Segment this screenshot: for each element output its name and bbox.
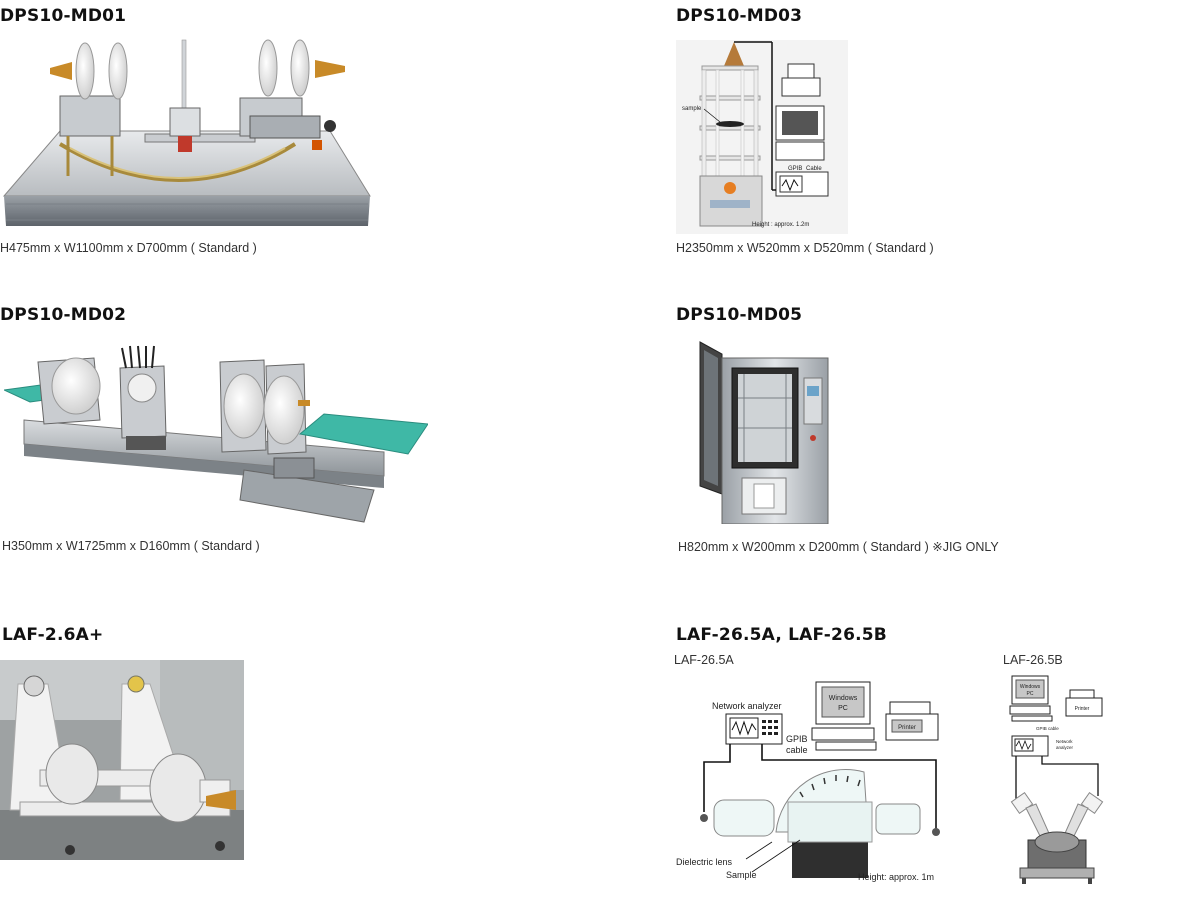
equipment-photo-md02 [4, 340, 428, 524]
product-title-md05: DPS10-MD05 [676, 305, 803, 325]
product-title-laf26a: LAF-2.6A+ [2, 625, 104, 645]
diagram-label-height: Height : approx. 1.2m [752, 222, 809, 228]
system-diagram-laf265b: Windows PC Printer GPIB cable Network an… [1006, 672, 1112, 888]
diagram-label-network-analyzer: Network analyzer [712, 701, 782, 711]
diagram-label-gpib: GPIB [786, 734, 808, 744]
sublabel-laf265a: LAF-26.5A [674, 653, 734, 667]
diagram-label-dielectric-lens: Dielectric lens [676, 857, 733, 867]
system-diagram-laf265a: Network analyzer Windows PC Printer GPIB… [672, 672, 962, 888]
diagram-label-cable: Cable [806, 166, 822, 172]
product-caption-md02: H350mm x W1725mm x D160mm ( Standard ) [2, 539, 260, 553]
equipment-photo-laf26a [0, 660, 244, 860]
diagram-label-gpib: GPIB [788, 166, 802, 172]
diagram-b-label-analyzer: analyzer [1056, 745, 1074, 750]
product-title-md01: DPS10-MD01 [0, 6, 127, 26]
diagram-label-pc: PC [838, 705, 848, 712]
product-title-md03: DPS10-MD03 [676, 6, 803, 26]
diagram-label-gpib-cable: cable [786, 745, 808, 755]
product-caption-md01: H475mm x W1100mm x D700mm ( Standard ) [0, 241, 257, 255]
product-caption-md03: H2350mm x W520mm x D520mm ( Standard ) [676, 241, 934, 255]
diagram-label-sample: sample [682, 106, 702, 112]
diagram-b-label-printer: Printer [1075, 706, 1090, 712]
diagram-b-label-windows: Windows [1020, 684, 1041, 690]
sublabel-laf265b: LAF-26.5B [1003, 653, 1063, 667]
equipment-photo-md05 [698, 338, 830, 524]
diagram-b-label-pc: PC [1027, 691, 1034, 697]
diagram-b-label-network: Network [1056, 739, 1073, 744]
product-title-md02: DPS10-MD02 [0, 305, 127, 325]
diagram-label-sample: Sample [726, 870, 757, 880]
equipment-photo-md01 [0, 36, 372, 230]
diagram-label-windows: Windows [829, 695, 858, 702]
product-title-laf265: LAF-26.5A, LAF-26.5B [676, 625, 887, 645]
equipment-diagram-md03: sample GPIB Cable Height : approx. 1.2m [676, 40, 848, 234]
diagram-label-printer: Printer [898, 725, 916, 731]
diagram-label-height: Height: approx. 1m [858, 872, 934, 882]
diagram-b-label-gpib: GPIB cable [1036, 726, 1059, 731]
product-caption-md05: H820mm x W200mm x D200mm ( Standard ) ※J… [678, 540, 999, 554]
